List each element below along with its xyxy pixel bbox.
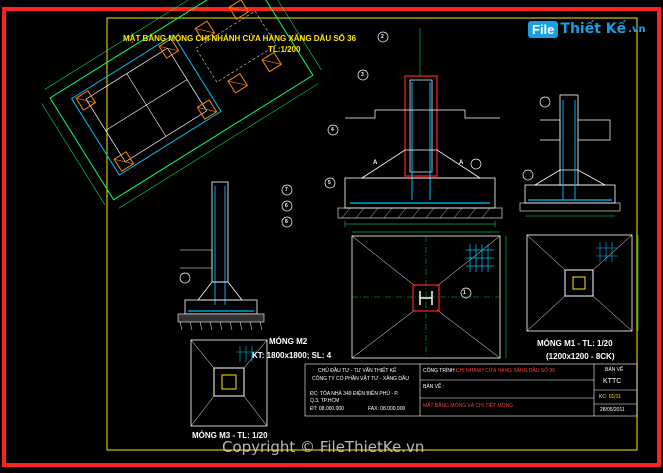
inner-frame — [106, 17, 638, 451]
callout-4: 4 — [331, 127, 334, 133]
tb-phone: ĐT: 08.000.000 — [310, 406, 344, 412]
logo-suffix: .vn — [628, 23, 646, 35]
logo-badge: File — [528, 20, 559, 38]
m3-section — [177, 181, 265, 331]
callouts — [179, 31, 551, 299]
m3-plan — [190, 339, 268, 427]
m3-title: MÓNG M3 - TL: 1/20 — [192, 431, 268, 440]
drawing-border — [2, 7, 661, 467]
tb-address-line1: ĐC: TÒA NHÀ 349 ĐIỆN BIÊN PHỦ - P. — [310, 391, 399, 397]
section-aa — [337, 28, 503, 227]
site-plan-title: MẶT BẰNG MÓNG CHI NHÁNH CỬA HÀNG XĂNG DẦ… — [123, 34, 357, 43]
m2-spec: KT: 1800x1800; SL: 4 — [252, 351, 332, 360]
tb-sheet-value: MẶT BẰNG MÓNG VÀ CHI TIẾT MÓNG — [423, 403, 514, 409]
m2-title: MÓNG M2 — [269, 337, 308, 346]
title-block — [304, 363, 638, 417]
tb-drawn-value: KTTC — [603, 378, 622, 385]
site-plan-scale: TL:1/200 — [268, 45, 301, 54]
m1-plan — [526, 234, 639, 332]
m2-plan — [351, 231, 507, 359]
section-marker-left: A — [373, 160, 378, 166]
copyright-watermark: Copyright © FileThietKe.vn — [222, 438, 425, 456]
site-plan — [41, 0, 322, 209]
callout-3: 3 — [361, 72, 364, 78]
section-marker-right: A — [459, 160, 464, 166]
callout-6: 6 — [285, 203, 288, 209]
tb-date: 28/05/2011 — [600, 407, 625, 413]
tb-drawn-label: BẢN VẼ — [605, 367, 624, 373]
logo-brand: Thiết Kế — [560, 21, 627, 37]
tb-project-label: CÔNG TRÌNH : — [423, 368, 458, 374]
callout-2: 2 — [381, 34, 384, 40]
tb-company-line1: CHỦ ĐẦU TƯ - TƯ VẤN THIẾT KẾ — [318, 368, 397, 374]
tb-project-value: CHI NHÁNH CỬA HÀNG XĂNG DẦU SỐ 36 — [456, 368, 556, 374]
callout-8: 8 — [285, 219, 288, 225]
m1-title: MÓNG M1 - TL: 1/20 — [537, 339, 613, 348]
callout-1: 1 — [463, 290, 466, 296]
tb-address-line2: Q.3, TP.HCM — [310, 398, 340, 404]
site-logo: File Thiết Kế .vn — [528, 16, 646, 42]
tb-fax: FAX: 08.000.000 — [368, 406, 406, 412]
callout-7: 7 — [285, 187, 288, 193]
m1-spec: (1200x1200 - 8CK) — [546, 352, 615, 361]
tb-sheet-no: KC: 01/11 — [599, 394, 621, 400]
m1-section — [519, 94, 621, 217]
tb-sheet-label: BẢN VẼ : — [423, 384, 445, 390]
tb-company-line2: CÔNG TY CỔ PHẦN VẬT TƯ - XĂNG DẦU — [312, 376, 409, 382]
callout-5: 5 — [328, 180, 331, 186]
